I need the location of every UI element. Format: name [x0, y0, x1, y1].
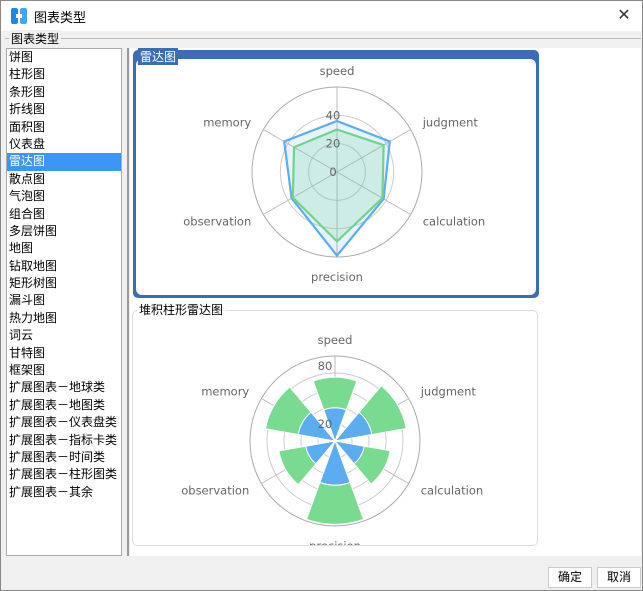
axis-label: speed [318, 333, 353, 347]
chart-card-stacked-polar-bar[interactable]: 堆积柱形雷达图 speed judgment calculation precisio… [132, 301, 538, 553]
chart-card-radar[interactable]: 雷达图 speed judgment calculation precision obs… [133, 48, 539, 298]
cancel-button[interactable]: 取消 [597, 567, 641, 588]
list-item[interactable]: 扩展图表－其余 [9, 484, 94, 499]
axis-line [336, 129, 411, 173]
card-title: 雷达图 [138, 48, 179, 65]
tick-label: 0 [329, 165, 336, 179]
axis-label: precision [309, 539, 361, 545]
close-icon[interactable]: ✕ [617, 5, 631, 24]
axis-label: observation [181, 484, 249, 498]
axis-label: speed [320, 64, 355, 78]
axis-line [336, 171, 411, 215]
group-divider [5, 38, 641, 39]
list-item[interactable]: 框架图 [9, 363, 46, 378]
list-item[interactable]: 扩展图表－地球类 [9, 380, 106, 395]
list-item[interactable]: 钻取地图 [9, 258, 58, 273]
list-item[interactable]: 雷达图 [7, 153, 121, 171]
tick-label: 20 [326, 137, 341, 151]
title-bar: 图表类型 ✕ [1, 1, 642, 31]
list-item[interactable]: 仪表盘 [9, 136, 46, 151]
series-1-polygon [282, 119, 391, 258]
axis-label: calculation [423, 215, 485, 229]
stacked-polar-bar-chart: speed judgment calculation precision observa… [181, 333, 483, 553]
axis-label: judgment [422, 116, 479, 130]
axis-label: calculation [421, 484, 483, 498]
list-item[interactable]: 散点图 [9, 171, 46, 186]
tick-label: 80 [318, 359, 333, 373]
bar-2-observation [278, 445, 317, 486]
series-2-polygon [291, 128, 385, 243]
list-item[interactable]: 甘特图 [9, 345, 46, 360]
list-item[interactable]: 词云 [9, 328, 34, 343]
list-item[interactable]: 折线图 [9, 102, 46, 117]
list-item[interactable]: 条形图 [9, 84, 46, 99]
list-item[interactable]: 漏斗图 [9, 293, 46, 308]
list-item[interactable]: 面积图 [9, 119, 46, 134]
list-item[interactable]: 热力地图 [9, 310, 58, 325]
axis-label: precision [311, 270, 363, 284]
axis-line [263, 129, 338, 173]
axis-label: observation [183, 215, 251, 229]
card-title: 堆积柱形雷达图 [137, 301, 226, 318]
splitter[interactable] [127, 48, 129, 556]
axis-line [263, 171, 338, 215]
axis-label: memory [201, 385, 249, 399]
list-item[interactable]: 扩展图表－仪表盘类 [9, 415, 118, 430]
list-item[interactable]: 多层饼图 [9, 223, 58, 238]
ok-button[interactable]: 确定 [548, 567, 592, 588]
list-item[interactable]: 地图 [9, 241, 34, 256]
list-item[interactable]: 组合图 [9, 206, 46, 221]
list-item[interactable]: 扩展图表－指标卡类 [9, 432, 118, 447]
list-item[interactable]: 饼图 [9, 50, 34, 64]
tick-label: 20 [318, 417, 333, 431]
window-title: 图表类型 [34, 10, 87, 26]
list-item[interactable]: 扩展图表－柱形图类 [9, 467, 118, 482]
list-item[interactable]: 扩展图表－地图类 [9, 397, 106, 412]
bar-2-calculation [353, 445, 391, 485]
group-label: 图表类型 [9, 30, 62, 47]
axis-label: memory [203, 116, 251, 130]
bar-2-judgment [358, 384, 407, 436]
tick-label: 40 [326, 108, 341, 122]
chart-type-list[interactable]: 饼图柱形图条形图折线图面积图仪表盘雷达图散点图气泡图组合图多层饼图地图钻取地图矩… [6, 48, 122, 556]
list-item[interactable]: 柱形图 [9, 67, 46, 82]
axis-label: judgment [420, 385, 477, 399]
chart-preview-panel: 雷达图 speed judgment calculation precision obs… [130, 48, 641, 556]
radar-chart: speed judgment calculation precision observa… [183, 64, 485, 284]
list-item[interactable]: 矩形树图 [9, 276, 58, 291]
bar-2-speed [312, 376, 358, 411]
list-item[interactable]: 扩展图表－时间类 [9, 449, 106, 464]
bar-2-memory [264, 386, 312, 436]
list-item[interactable]: 气泡图 [9, 189, 46, 204]
app-logo-icon [11, 8, 27, 24]
bar-2-precision [305, 481, 365, 525]
